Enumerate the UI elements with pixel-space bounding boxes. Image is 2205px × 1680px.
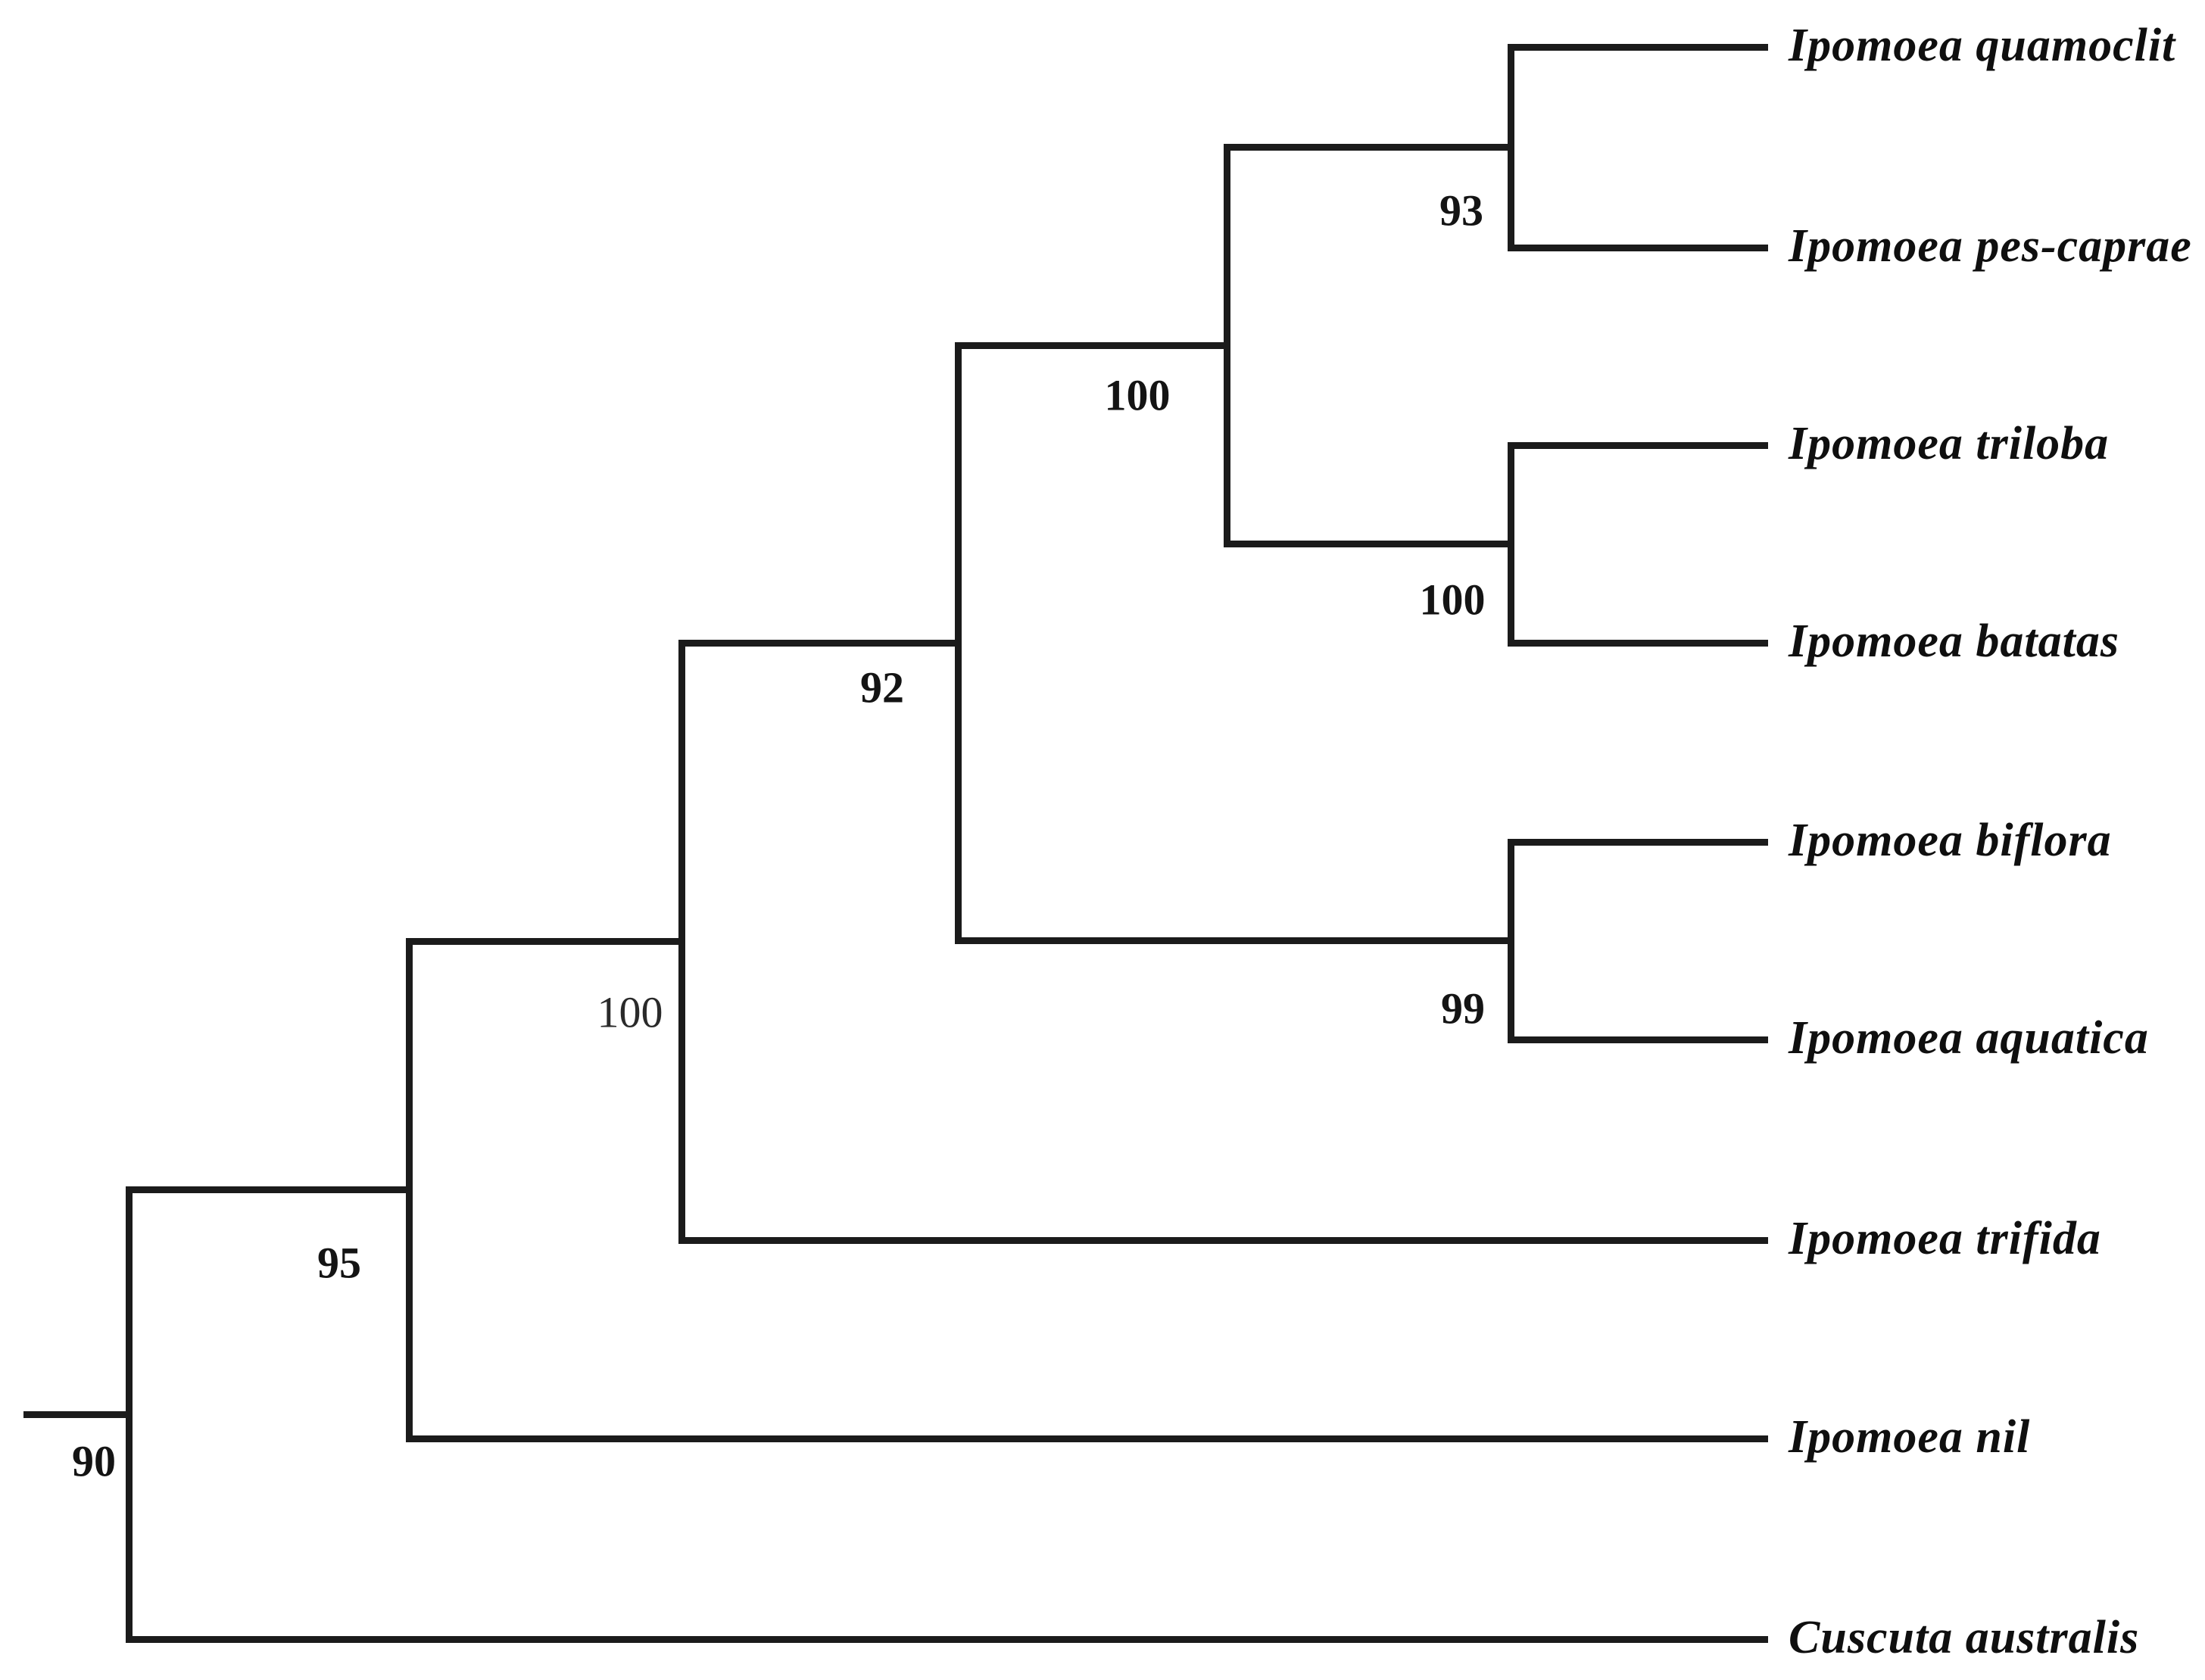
bootstrap-support-4: 99: [1441, 983, 1485, 1033]
taxon-label-ipomoea-quamoclit: Ipomoea quamoclit: [1789, 20, 2176, 72]
internal-branch-6: [125, 1186, 413, 1193]
bootstrap-support-1: 100: [1104, 370, 1171, 420]
terminal-branch-ipomoea-pes-caprae: [1507, 244, 1768, 251]
taxon-label-ipomoea-biflora: Ipomoea biflora: [1789, 815, 2112, 867]
terminal-branch-ipomoea-biflora: [1507, 838, 1768, 846]
bootstrap-support-0: 93: [1439, 185, 1483, 235]
bootstrap-support-5: 100: [597, 987, 663, 1037]
taxon-label-ipomoea-pes-caprae: Ipomoea pes-caprae: [1789, 220, 2192, 273]
root-branch: [23, 1410, 133, 1418]
taxon-label-ipomoea-batatas: Ipomoea batatas: [1789, 616, 2119, 668]
internal-branch-1: [954, 341, 1230, 349]
internal-branch-0: [1223, 143, 1514, 151]
internal-branch-2: [1223, 540, 1514, 547]
taxon-label-ipomoea-aquatica: Ipomoea aquatica: [1789, 1012, 2149, 1064]
bootstrap-support-3: 92: [860, 662, 904, 712]
terminal-branch-ipomoea-batatas: [1507, 639, 1768, 647]
bootstrap-support-6: 95: [317, 1238, 361, 1288]
taxon-label-cuscuta-australis: Cuscuta australis: [1789, 1612, 2140, 1664]
taxon-label-ipomoea-trifida: Ipomoea trifida: [1789, 1213, 2101, 1265]
terminal-branch-ipomoea-aquatica: [1507, 1036, 1768, 1043]
terminal-branch-cuscuta-australis: [125, 1635, 1768, 1643]
terminal-branch-ipomoea-nil: [405, 1435, 1768, 1442]
internal-branch-5: [405, 937, 685, 945]
bootstrap-support-7: 90: [72, 1436, 116, 1486]
taxon-label-ipomoea-triloba: Ipomoea triloba: [1789, 418, 2110, 470]
internal-branch-4: [954, 937, 1514, 944]
terminal-branch-ipomoea-triloba: [1507, 441, 1768, 449]
internal-branch-3: [678, 639, 962, 647]
taxon-label-ipomoea-nil: Ipomoea nil: [1789, 1411, 2031, 1463]
terminal-branch-ipomoea-quamoclit: [1507, 43, 1768, 51]
bootstrap-support-2: 100: [1419, 575, 1486, 625]
terminal-branch-ipomoea-trifida: [678, 1236, 1768, 1244]
